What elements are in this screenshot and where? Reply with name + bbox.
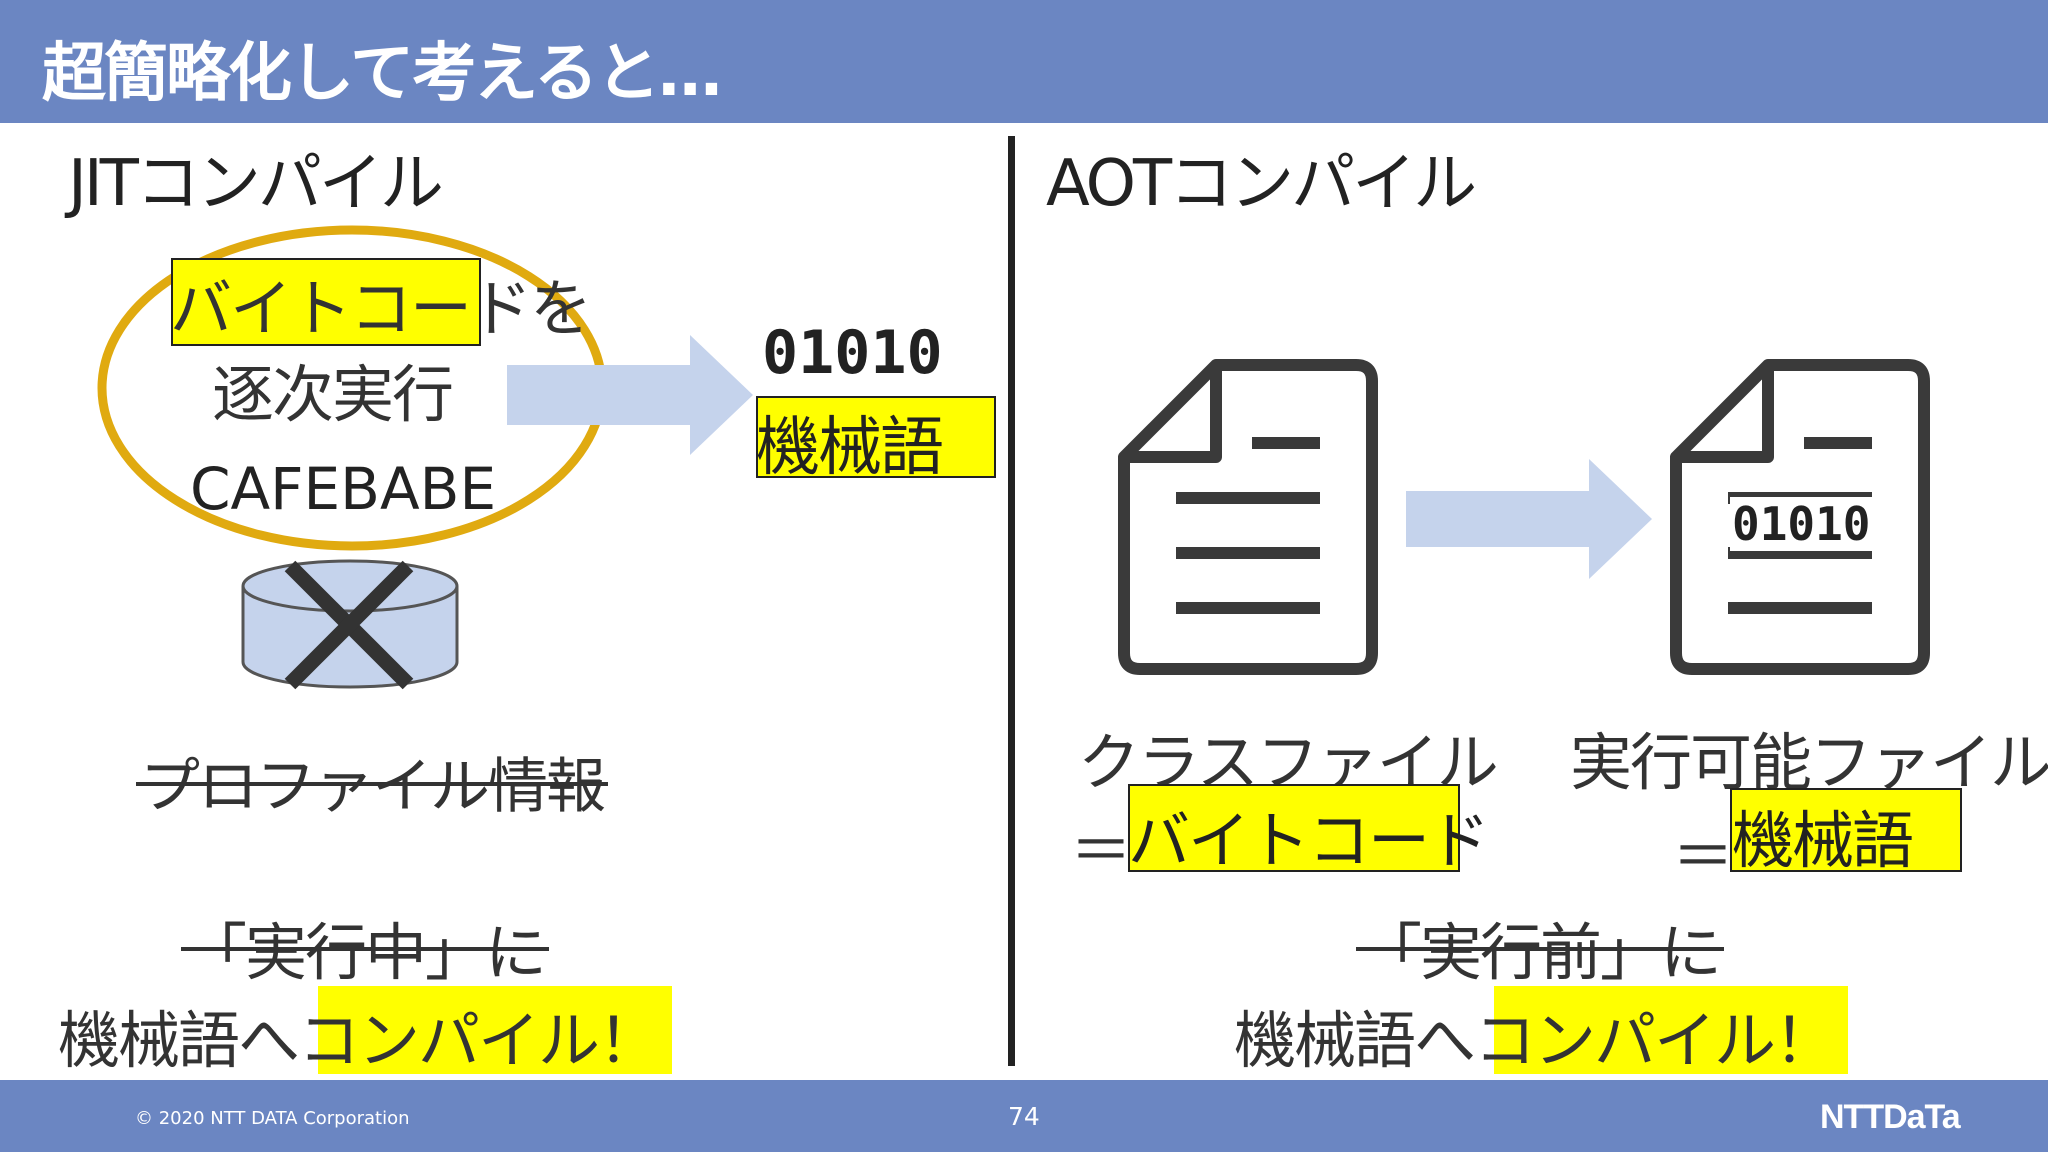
cafebabe-text: CAFEBABE: [190, 455, 497, 523]
jit-when-label: 「実行中」に: [180, 902, 550, 992]
exe-machine-highlight: [1730, 788, 1962, 872]
ntt-data-logo: NTTDaTa: [1820, 1098, 1961, 1136]
binary-text: 01010: [762, 318, 943, 388]
profile-info-text: プロファイル情報: [136, 738, 608, 825]
jit-compile-prefix: 機械語へ: [58, 1004, 300, 1077]
aot-when-label: 「実行前」に: [1355, 902, 1725, 992]
jit-arrow: [507, 335, 753, 455]
class-bytecode-highlight: [1128, 784, 1460, 872]
page-number: 74: [1008, 1102, 1040, 1131]
center-divider: [1008, 136, 1015, 1066]
bytecode-highlight: [171, 258, 481, 346]
profile-info-label: プロファイル情報: [136, 738, 608, 825]
header-bar: [0, 0, 2048, 123]
jit-compile-line: 機械語へコンパイル！: [58, 990, 660, 1080]
footer-bar: [0, 1080, 2048, 1152]
bytecode-suffix: を: [530, 272, 592, 345]
aot-compile-highlight: [1494, 986, 1848, 1074]
machine-code-highlight: [756, 396, 996, 478]
class-eq-sign: ＝: [1070, 814, 1132, 887]
jit-title: JITコンパイル: [68, 147, 444, 221]
aot-when-text: 「実行前」に: [1355, 902, 1725, 992]
machine-code-text: 機械語: [756, 411, 944, 485]
sequential-exec-text: 逐次実行: [212, 358, 454, 431]
aot-arrow: [1406, 459, 1652, 579]
exe-eq-sign: ＝: [1672, 820, 1734, 893]
jit-when-text: 「実行中」に: [180, 902, 550, 992]
jit-compile-highlight: [318, 986, 672, 1074]
aot-title: AOTコンパイル: [1046, 147, 1477, 221]
bytecode-text: バイトコード: [170, 272, 532, 345]
class-file-icon: [1118, 359, 1378, 675]
bytecode-line: バイトコードを: [170, 258, 592, 348]
exe-binary-text: 01010: [1730, 497, 1873, 551]
class-bytecode-text: バイトコード: [1128, 804, 1490, 877]
jit-compile-emphasis: コンパイル！: [298, 1004, 660, 1077]
copyright-text: © 2020 NTT DATA Corporation: [135, 1108, 410, 1129]
exe-file-label: 実行可能ファイル: [1570, 726, 2048, 799]
aot-compile-line: 機械語へコンパイル！: [1234, 990, 1836, 1080]
profile-database-icon: [241, 559, 459, 690]
executable-file-icon: [1670, 359, 1930, 675]
aot-compile-prefix: 機械語へ: [1234, 1004, 1476, 1077]
exe-machine-text: 機械語: [1732, 804, 1914, 877]
slide-title: 超簡略化して考えると…: [42, 37, 722, 111]
aot-compile-emphasis: コンパイル！: [1474, 1004, 1836, 1077]
